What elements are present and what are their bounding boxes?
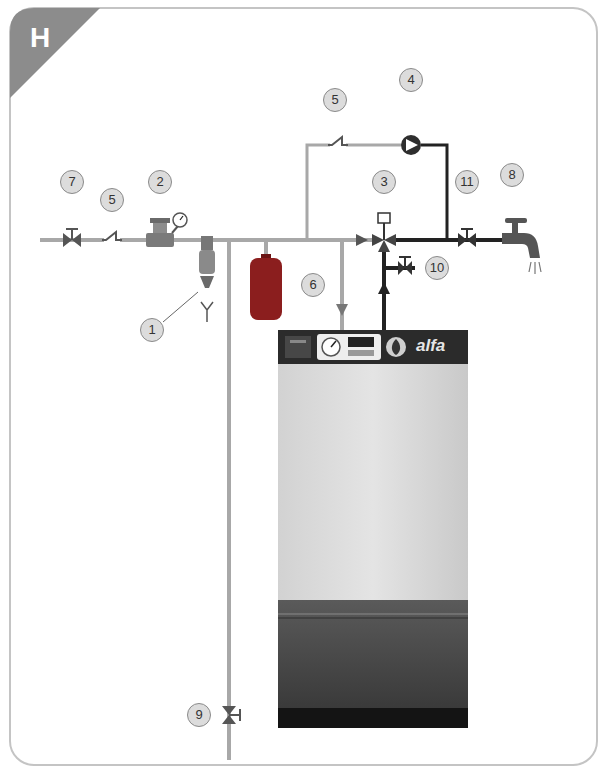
boiler bbox=[278, 330, 468, 728]
safety-group bbox=[200, 276, 214, 288]
hot-pipe bbox=[384, 145, 506, 330]
expansion-vessel bbox=[250, 254, 282, 320]
flow-arrow bbox=[356, 234, 368, 246]
boiler bbox=[278, 330, 468, 364]
mixing-valve bbox=[372, 213, 396, 252]
cold-pipe bbox=[307, 145, 401, 240]
hot-pipe bbox=[421, 145, 447, 240]
check-valve bbox=[102, 232, 122, 240]
boiler bbox=[331, 341, 336, 347]
drain-valve bbox=[399, 257, 411, 268]
boiler bbox=[278, 618, 468, 619]
cold-pipe bbox=[264, 240, 268, 256]
callout-number: 4 bbox=[399, 68, 423, 92]
boiler bbox=[386, 337, 406, 357]
drain-valve bbox=[398, 257, 412, 275]
callout-number: 5 bbox=[100, 188, 124, 212]
circulation-pump bbox=[401, 135, 421, 155]
water-tap bbox=[512, 222, 518, 233]
pressure-reducer bbox=[180, 216, 183, 220]
shutoff-valve bbox=[461, 229, 473, 240]
callout-number: 8 bbox=[500, 163, 524, 187]
callout-number: 6 bbox=[301, 273, 325, 297]
callout-number: 7 bbox=[60, 170, 84, 194]
water-tap bbox=[529, 262, 541, 274]
cold-pipe bbox=[340, 240, 344, 330]
callout-number: 2 bbox=[148, 170, 172, 194]
water-tap bbox=[502, 233, 540, 258]
safety-group bbox=[163, 292, 198, 322]
boiler bbox=[392, 339, 400, 355]
shutoff-valve bbox=[458, 229, 476, 247]
callout-number: 11 bbox=[455, 170, 479, 194]
cold-pipe bbox=[40, 145, 401, 760]
mixing-valve bbox=[378, 213, 390, 223]
callout-number: 5 bbox=[323, 88, 347, 112]
pressure-reducer bbox=[150, 218, 170, 223]
frame bbox=[10, 8, 597, 765]
boiler bbox=[348, 350, 374, 356]
safety-group bbox=[199, 250, 215, 274]
check-valve bbox=[328, 137, 348, 145]
boiler bbox=[278, 600, 468, 708]
water-tap bbox=[505, 218, 527, 223]
shutoff-valve bbox=[63, 229, 81, 247]
boiler bbox=[278, 708, 468, 728]
pressure-reducer bbox=[146, 233, 174, 247]
callout-number: 1 bbox=[140, 318, 164, 342]
mixing-valve bbox=[378, 240, 390, 252]
flow-arrow bbox=[336, 234, 390, 316]
pressure-reducer bbox=[173, 213, 187, 227]
flow-arrow bbox=[336, 304, 348, 316]
boiler bbox=[285, 336, 311, 358]
mixing-valve bbox=[383, 223, 385, 240]
boiler bbox=[278, 614, 468, 615]
check-valve bbox=[328, 137, 348, 150]
cold-pipe bbox=[227, 240, 231, 760]
circulation-pump bbox=[406, 139, 418, 151]
safety-group bbox=[163, 236, 215, 322]
shutoff-valve bbox=[66, 229, 78, 240]
safety-group bbox=[201, 302, 213, 322]
boiler bbox=[348, 337, 374, 347]
boiler bbox=[322, 338, 340, 356]
brand-name: alfa bbox=[416, 336, 445, 356]
callout-number: 9 bbox=[187, 703, 211, 727]
boiler bbox=[317, 334, 381, 360]
pressure-reducer bbox=[146, 213, 187, 247]
pressure-reducer bbox=[153, 222, 167, 233]
water-tap bbox=[502, 218, 541, 274]
boiler bbox=[290, 340, 306, 343]
flow-arrow bbox=[378, 282, 390, 294]
figure-letter: H bbox=[30, 23, 50, 53]
callout-number: 10 bbox=[425, 256, 449, 280]
circulation-pump bbox=[401, 135, 421, 155]
boiler-unit: alfa bbox=[278, 330, 468, 728]
drain-valve bbox=[229, 709, 240, 721]
callout-number: 3 bbox=[372, 170, 396, 194]
hot-pipe bbox=[396, 238, 506, 242]
check-valve bbox=[102, 232, 122, 245]
safety-group bbox=[201, 236, 213, 250]
boiler bbox=[278, 364, 468, 600]
frame bbox=[10, 8, 597, 765]
expansion-vessel bbox=[250, 258, 282, 320]
frame bbox=[10, 8, 100, 98]
drain-valve bbox=[222, 706, 240, 724]
